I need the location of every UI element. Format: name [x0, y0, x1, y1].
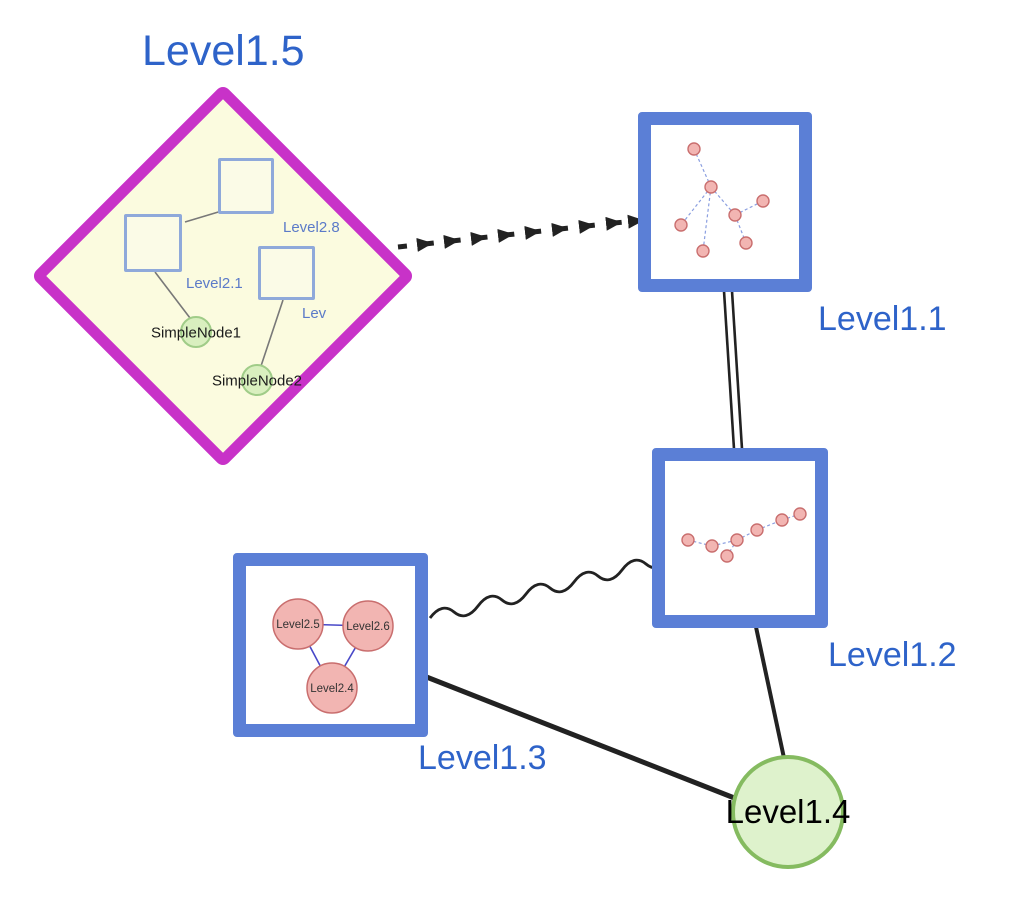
node-simplenode2[interactable] [241, 364, 273, 396]
node-level2-4-label: Level2.4 [310, 683, 354, 695]
node-level1-4[interactable]: Level1.4 [726, 755, 850, 869]
edge-level1-5-to-level1-1-dashed-arrow[interactable] [397, 214, 644, 252]
edge-lev-to-simplenode2 [260, 299, 284, 367]
node-level2-lev-label: Lev [302, 305, 327, 322]
node-level1-2-label: Level1.2 [828, 636, 957, 674]
mini-graph-nodes [681, 507, 807, 563]
node-level1-2[interactable] [652, 448, 828, 628]
node-level1-5-label: Level1.5 [142, 27, 305, 75]
edge-level1-1-to-level1-2-double-line[interactable] [722, 290, 744, 450]
node-level1-1[interactable] [638, 112, 812, 292]
node-simplenode2-label: SimpleNode2 [211, 372, 303, 390]
node-level1-1-label: Level1.1 [818, 300, 947, 338]
node-level2-6[interactable] [342, 600, 394, 652]
mini-graph-edges [680, 148, 764, 252]
mini-graph-level1-3: Level2.5 Level2.6 Level2.4 [272, 598, 394, 714]
node-level2-5-label: Level2.5 [276, 619, 319, 631]
node-level2-4[interactable] [306, 662, 358, 714]
node-level2-1[interactable] [124, 214, 182, 272]
edge-level1-2-to-level1-4[interactable] [754, 626, 786, 759]
edge-level2-1-to-simplenode1 [154, 271, 191, 319]
mini-graph-nodes [674, 142, 770, 258]
mini-graph-level1-2 [681, 507, 807, 563]
node-simplenode1[interactable] [180, 316, 212, 348]
node-simplenode1-label: SimpleNode1 [150, 324, 242, 342]
mini-graph-level1-1 [674, 142, 770, 258]
edge-level1-3-to-level1-4[interactable] [423, 673, 743, 804]
node-level1-4-label: Level1.4 [725, 793, 851, 830]
node-level2-6-label: Level2.6 [346, 621, 389, 633]
edge-level1-3-to-level1-2-wavy[interactable] [428, 557, 672, 619]
node-level1-3[interactable]: Level2.5 Level2.6 Level2.4 [233, 553, 428, 737]
node-level2-5[interactable] [272, 598, 324, 650]
node-level2-8[interactable] [218, 158, 274, 214]
node-level2-8-label: Level2.8 [283, 219, 340, 236]
node-level2-lev[interactable] [258, 246, 315, 300]
node-level2-1-label: Level2.1 [186, 275, 243, 292]
node-level1-3-label: Level1.3 [418, 739, 547, 777]
